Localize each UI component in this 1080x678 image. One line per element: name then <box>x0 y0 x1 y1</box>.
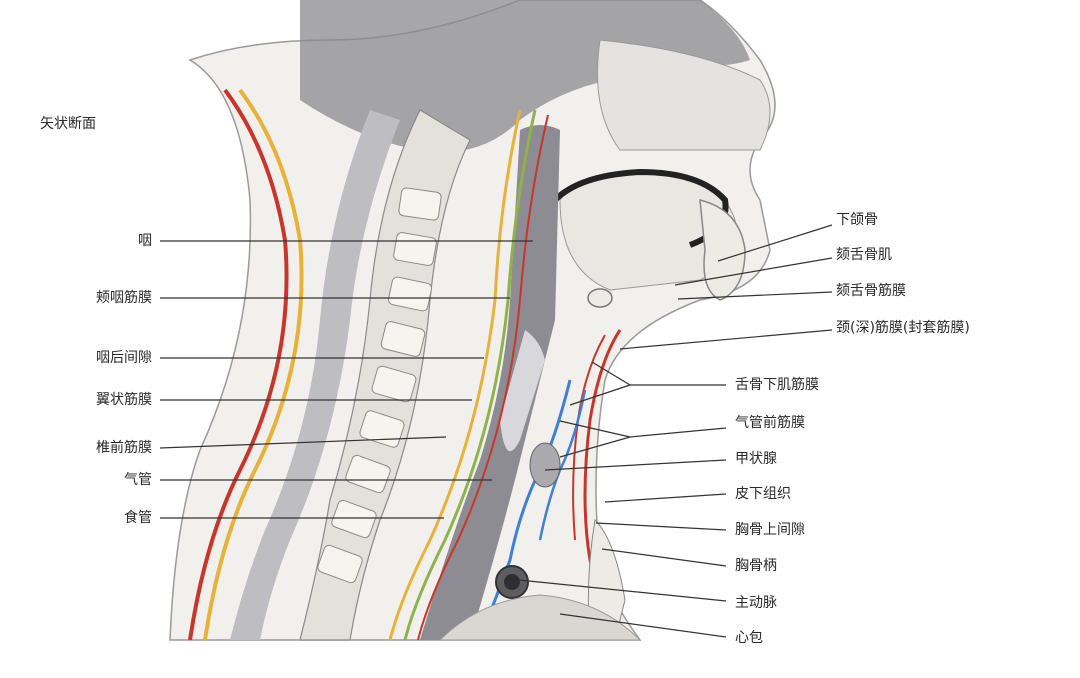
figure-title: 矢状断面 <box>40 116 96 132</box>
label-manubrium: 胸骨柄 <box>735 558 777 574</box>
palate <box>597 39 771 151</box>
label-alar-fascia: 翼状筋膜 <box>96 392 152 408</box>
thyroid-gland <box>529 442 561 488</box>
label-infrahyoid-fascia: 舌骨下肌筋膜 <box>735 377 819 393</box>
label-pericardium: 心包 <box>735 630 763 646</box>
label-geniohyoid-fascia: 颏舌骨筋膜 <box>836 283 906 299</box>
fascia-yellow-front <box>388 109 522 641</box>
label-aorta: 主动脉 <box>735 595 777 611</box>
label-buccopharyngeal-fascia: 颊咽筋膜 <box>96 290 152 306</box>
spinal-canal <box>230 110 400 640</box>
label-trachea: 气管 <box>124 472 152 488</box>
anterior-skin-red <box>583 329 622 601</box>
posterior-skin-red <box>188 88 289 641</box>
airway-light <box>500 330 545 452</box>
label-thyroid-gland: 甲状腺 <box>735 451 777 467</box>
thyroid-vessel-blue <box>478 379 572 641</box>
label-suprasternal-space: 胸骨上间隙 <box>735 522 805 538</box>
label-mandible: 下颌骨 <box>836 212 878 228</box>
label-geniohyoid-muscle: 颏舌骨肌 <box>836 247 892 263</box>
label-subcutaneous-tissue: 皮下组织 <box>735 486 791 502</box>
pericardium-shape <box>438 594 642 641</box>
fascia-red-front <box>417 114 549 641</box>
label-retropharyngeal-space: 咽后间隙 <box>96 350 152 366</box>
leader-lines-left <box>159 240 533 519</box>
label-investing-fascia: 颈(深)筋膜(封套筋膜) <box>836 320 970 336</box>
label-pharynx: 咽 <box>138 233 152 249</box>
skull-base <box>300 0 750 152</box>
leader-lines-right <box>518 224 833 638</box>
aortic-lumen <box>504 574 520 590</box>
hyoid-bone <box>587 288 613 308</box>
fascia-green <box>403 109 537 641</box>
vertebral-bodies <box>317 187 442 584</box>
label-esophagus: 食管 <box>124 510 152 526</box>
posterior-fascia-yellow <box>203 88 304 641</box>
label-prevertebral-fascia: 椎前筋膜 <box>96 440 152 456</box>
label-pretracheal-fascia: 气管前筋膜 <box>735 415 805 431</box>
